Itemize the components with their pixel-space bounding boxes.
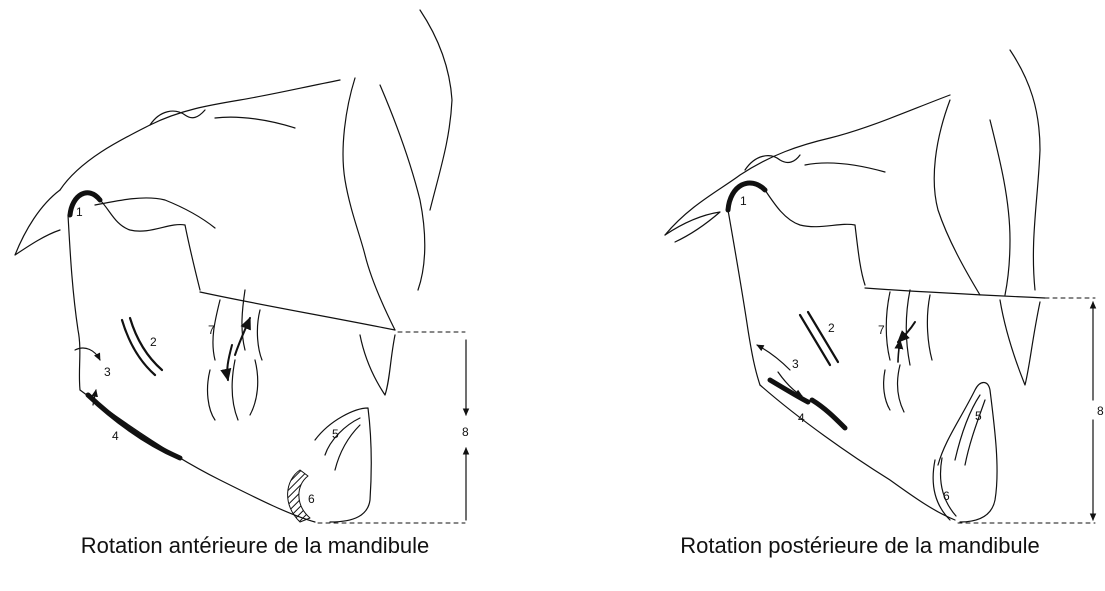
left-arrow-7-down: [227, 345, 232, 380]
right-ramus-posterior: [728, 210, 760, 385]
left-label-5: 5: [332, 427, 339, 441]
right-mandible-lower-border: [760, 385, 955, 520]
right-skull-drawing: [665, 50, 1095, 523]
left-label-8: 8: [462, 425, 469, 439]
right-upper-molar: [886, 290, 932, 365]
left-condyle-thick: [70, 193, 100, 215]
left-sella-outline: [150, 110, 205, 125]
left-facial-profile: [343, 78, 395, 330]
right-cranium-outline: [1010, 50, 1040, 290]
left-cranial-base-lower: [95, 198, 215, 228]
left-symphysis: [315, 408, 371, 522]
left-label-4: 4: [112, 429, 119, 443]
left-label-6: 6: [308, 492, 315, 506]
left-label-3: 3: [104, 365, 111, 379]
left-skull-drawing: [15, 10, 466, 523]
left-occiput: [15, 190, 60, 255]
left-double-line-b: [130, 318, 162, 370]
left-ramus-posterior: [68, 215, 80, 390]
right-label-5: 5: [975, 409, 982, 423]
right-occlusal-plane: [865, 288, 1045, 298]
left-number-labels: 1 2 3 4 5 6 7 8: [76, 205, 469, 506]
right-label-3: 3: [792, 357, 799, 371]
left-gonial-thick: [88, 395, 180, 458]
caption-posterior-rotation: Rotation postérieure de la mandibule: [625, 533, 1095, 559]
right-label-8: 8: [1097, 404, 1104, 418]
right-upper-incisor: [1000, 300, 1040, 385]
left-maxilla-inner: [380, 85, 425, 290]
right-arrow-7-b: [898, 340, 900, 362]
left-ramus-anterior: [100, 200, 200, 290]
right-ramus-anterior: [765, 190, 865, 285]
left-cranial-base: [60, 80, 340, 190]
right-label-1: 1: [740, 194, 747, 208]
right-label-7: 7: [878, 323, 885, 337]
left-arrow-3-top: [75, 348, 100, 360]
right-gonial-thick-b: [812, 400, 845, 428]
left-label-7: 7: [208, 323, 215, 337]
left-orbit-outline: [215, 117, 295, 128]
left-mandible-lower-border: [80, 390, 315, 522]
left-lower-molar: [208, 360, 258, 420]
right-lower-molar: [884, 365, 904, 412]
left-label-1: 1: [76, 205, 83, 219]
caption-anterior-rotation: Rotation antérieure de la mandibule: [20, 533, 490, 559]
right-label-6: 6: [943, 489, 950, 503]
left-label-2: 2: [150, 335, 157, 349]
right-lower-incisor: [955, 395, 985, 465]
right-number-labels: 1 2 3 4 5 6 7 8: [740, 194, 1104, 503]
right-orbit-outline: [805, 163, 885, 172]
right-facial-profile: [934, 100, 980, 295]
right-maxilla-inner: [990, 120, 1010, 295]
right-arrow-3-top: [757, 345, 790, 370]
left-upper-incisor: [360, 335, 395, 395]
right-label-4: 4: [798, 411, 805, 425]
left-lower-incisor: [325, 418, 360, 470]
right-occiput: [665, 212, 720, 242]
left-cranium-outline: [420, 10, 452, 210]
right-label-2: 2: [828, 321, 835, 335]
left-occlusal-plane: [200, 292, 395, 330]
